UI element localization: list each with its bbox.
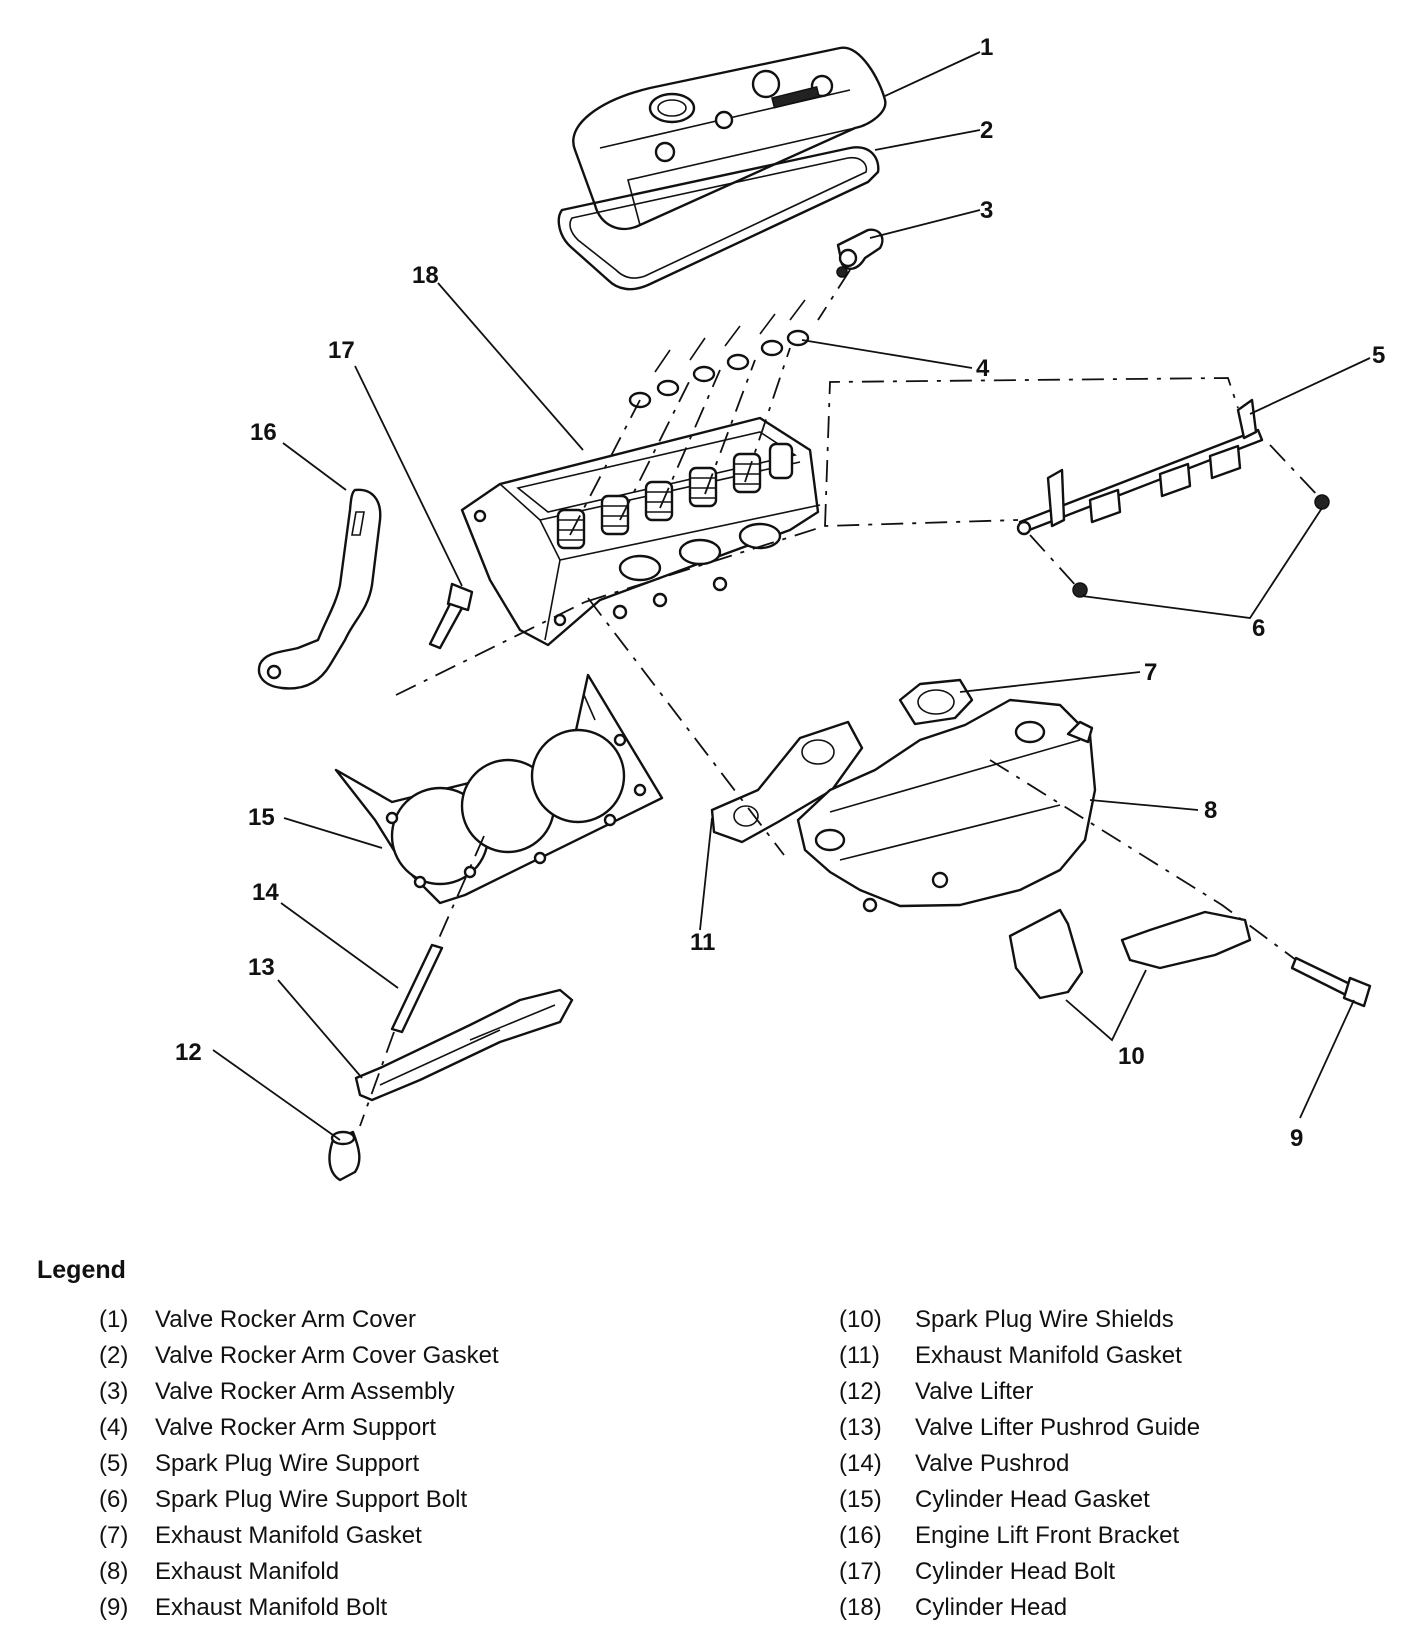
valve-pushrod [390, 943, 444, 1034]
exhaust-manifold-gasket-7 [898, 678, 974, 726]
legend-item-label: Engine Lift Front Bracket [915, 1522, 1180, 1549]
exhaust-manifold-bolt [1290, 956, 1372, 1008]
legend-item-label: Cylinder Head Bolt [915, 1558, 1116, 1585]
legend-right-column: (10) Spark Plug Wire Shields (11) Exhaust … [839, 1302, 1200, 1626]
callout-4: 4 [976, 355, 990, 382]
legend-item-number: (13) [839, 1414, 882, 1441]
spark-plug-wire-support [1016, 398, 1264, 536]
callout-9: 9 [1290, 1125, 1303, 1152]
cylinder-head-gasket [334, 673, 664, 905]
legend-item: (12) Valve Lifter [839, 1374, 1200, 1410]
callout-1: 1 [980, 34, 993, 61]
legend-item: (14) Valve Pushrod [839, 1446, 1200, 1482]
callout-8: 8 [1204, 797, 1217, 824]
spark-plug-wire-shields [1008, 908, 1252, 1000]
legend-item-label: Valve Rocker Arm Support [155, 1414, 437, 1441]
legend-item: (13) Valve Lifter Pushrod Guide [839, 1410, 1200, 1446]
legend-item-label: Cylinder Head [915, 1594, 1068, 1621]
legend-item-number: (14) [839, 1450, 882, 1477]
legend-item-label: Valve Lifter Pushrod Guide [915, 1414, 1201, 1441]
legend-item-number: (16) [839, 1522, 882, 1549]
legend-item: (16) Engine Lift Front Bracket [839, 1518, 1200, 1554]
callout-6: 6 [1252, 615, 1265, 642]
legend-item-number: (5) [99, 1450, 129, 1477]
exhaust-manifold-gasket-11 [710, 720, 864, 844]
callout-15: 15 [248, 804, 275, 831]
legend-item: (1) Valve Rocker Arm Cover [99, 1302, 499, 1338]
legend-item-label: Exhaust Manifold [155, 1558, 340, 1585]
valve-springs [556, 442, 794, 550]
legend-item: (18) Cylinder Head [839, 1590, 1200, 1626]
callout-14: 14 [252, 879, 279, 906]
legend-item-label: Exhaust Manifold Gasket [155, 1522, 422, 1549]
callout-13: 13 [248, 954, 275, 981]
legend-item-label: Spark Plug Wire Support Bolt [155, 1486, 468, 1513]
callout-2: 2 [980, 117, 993, 144]
callout-numbers: 1 2 3 4 5 6 7 8 9 10 11 12 13 14 15 16 1… [175, 34, 1385, 1152]
legend-left-column: (1) Valve Rocker Arm Cover (2) Valve Rocke… [99, 1302, 499, 1626]
legend-item-label: Spark Plug Wire Support [155, 1450, 420, 1477]
callout-5: 5 [1372, 342, 1385, 369]
legend-item-number: (11) [839, 1342, 880, 1369]
legend-item-number: (18) [839, 1594, 882, 1621]
callout-12: 12 [175, 1039, 202, 1066]
legend-item-number: (7) [99, 1522, 129, 1549]
legend-item: (4) Valve Rocker Arm Support [99, 1410, 499, 1446]
legend-item-label: Valve Pushrod [915, 1450, 1070, 1477]
valve-lifter-pushrod-guide [354, 988, 574, 1102]
legend-item-number: (4) [99, 1414, 129, 1441]
legend-item-number: (12) [839, 1378, 882, 1405]
legend-item-number: (1) [99, 1306, 129, 1333]
legend-item: (5) Spark Plug Wire Support [99, 1446, 499, 1482]
exploded-view-diagram: 1 2 3 4 5 6 7 8 9 10 11 12 13 14 15 16 1… [175, 34, 1385, 1182]
legend-item-number: (9) [99, 1594, 129, 1621]
alignment-lines [359, 269, 1321, 1127]
legend-item: (8) Exhaust Manifold [99, 1554, 499, 1590]
valve-lifter [328, 1130, 361, 1182]
valve-rocker-arm-assembly [836, 228, 884, 278]
legend-item-label: Cylinder Head Gasket [915, 1486, 1150, 1513]
cylinder-head [460, 416, 821, 647]
cylinder-head-bolt [428, 582, 474, 650]
legend-item-label: Valve Lifter [915, 1378, 1034, 1405]
legend-item: (10) Spark Plug Wire Shields [839, 1302, 1200, 1338]
legend-item: (11) Exhaust Manifold Gasket [839, 1338, 1200, 1374]
callout-3: 3 [980, 197, 993, 224]
exhaust-manifold [796, 698, 1097, 913]
legend-item: (17) Cylinder Head Bolt [839, 1554, 1200, 1590]
legend-item-number: (6) [99, 1486, 129, 1513]
valve-rocker-arm-cover-gasket [557, 146, 880, 291]
valve-rocker-arm-supports [628, 299, 810, 409]
legend-item-number: (3) [99, 1378, 129, 1405]
legend-item: (3) Valve Rocker Arm Assembly [99, 1374, 499, 1410]
callout-18: 18 [412, 262, 439, 289]
legend-item-label: Spark Plug Wire Shields [915, 1306, 1174, 1333]
spark-plug-wire-support-bolts [1072, 494, 1330, 598]
callout-16: 16 [250, 419, 277, 446]
legend-item-label: Exhaust Manifold Gasket [915, 1342, 1182, 1369]
legend-item-number: (17) [839, 1558, 882, 1585]
callout-11: 11 [690, 929, 715, 956]
legend-item: (9) Exhaust Manifold Bolt [99, 1590, 499, 1626]
leader-lines [212, 51, 1371, 1141]
legend-item: (7) Exhaust Manifold Gasket [99, 1518, 499, 1554]
legend-item-number: (10) [839, 1306, 882, 1333]
callout-10: 10 [1118, 1043, 1145, 1070]
legend-item-label: Valve Rocker Arm Cover [155, 1306, 416, 1333]
legend-item-label: Exhaust Manifold Bolt [155, 1594, 388, 1621]
legend-item-number: (15) [839, 1486, 882, 1513]
valve-rocker-arm-cover [572, 46, 887, 231]
legend-item-number: (8) [99, 1558, 129, 1585]
legend-item: (15) Cylinder Head Gasket [839, 1482, 1200, 1518]
legend-item-number: (2) [99, 1342, 129, 1369]
legend-item-label: Valve Rocker Arm Assembly [155, 1378, 455, 1405]
callout-17: 17 [328, 337, 355, 364]
legend-item: (2) Valve Rocker Arm Cover Gasket [99, 1338, 499, 1374]
callout-7: 7 [1144, 659, 1157, 686]
legend-title: Legend [37, 1256, 126, 1284]
legend-item: (6) Spark Plug Wire Support Bolt [99, 1482, 499, 1518]
legend-item-label: Valve Rocker Arm Cover Gasket [155, 1342, 499, 1369]
engine-lift-front-bracket [257, 488, 382, 690]
